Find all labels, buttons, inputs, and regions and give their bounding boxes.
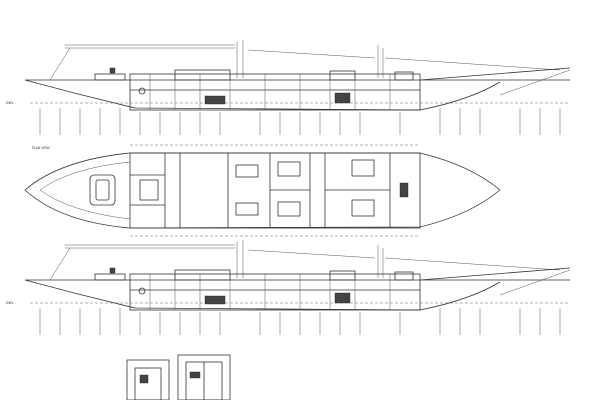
deckhouse-plans <box>126 354 231 400</box>
hull-plan-outline <box>24 152 501 229</box>
waterline-label-2: DWL <box>6 301 14 305</box>
plan-view-label: PLAN VIEW <box>32 146 50 150</box>
waterline-label: DWL <box>6 101 14 105</box>
plan-view: PLAN VIEW <box>24 144 501 237</box>
port-profile-view: DWL <box>6 239 571 336</box>
starboard-profile-view: DWL <box>6 39 571 136</box>
